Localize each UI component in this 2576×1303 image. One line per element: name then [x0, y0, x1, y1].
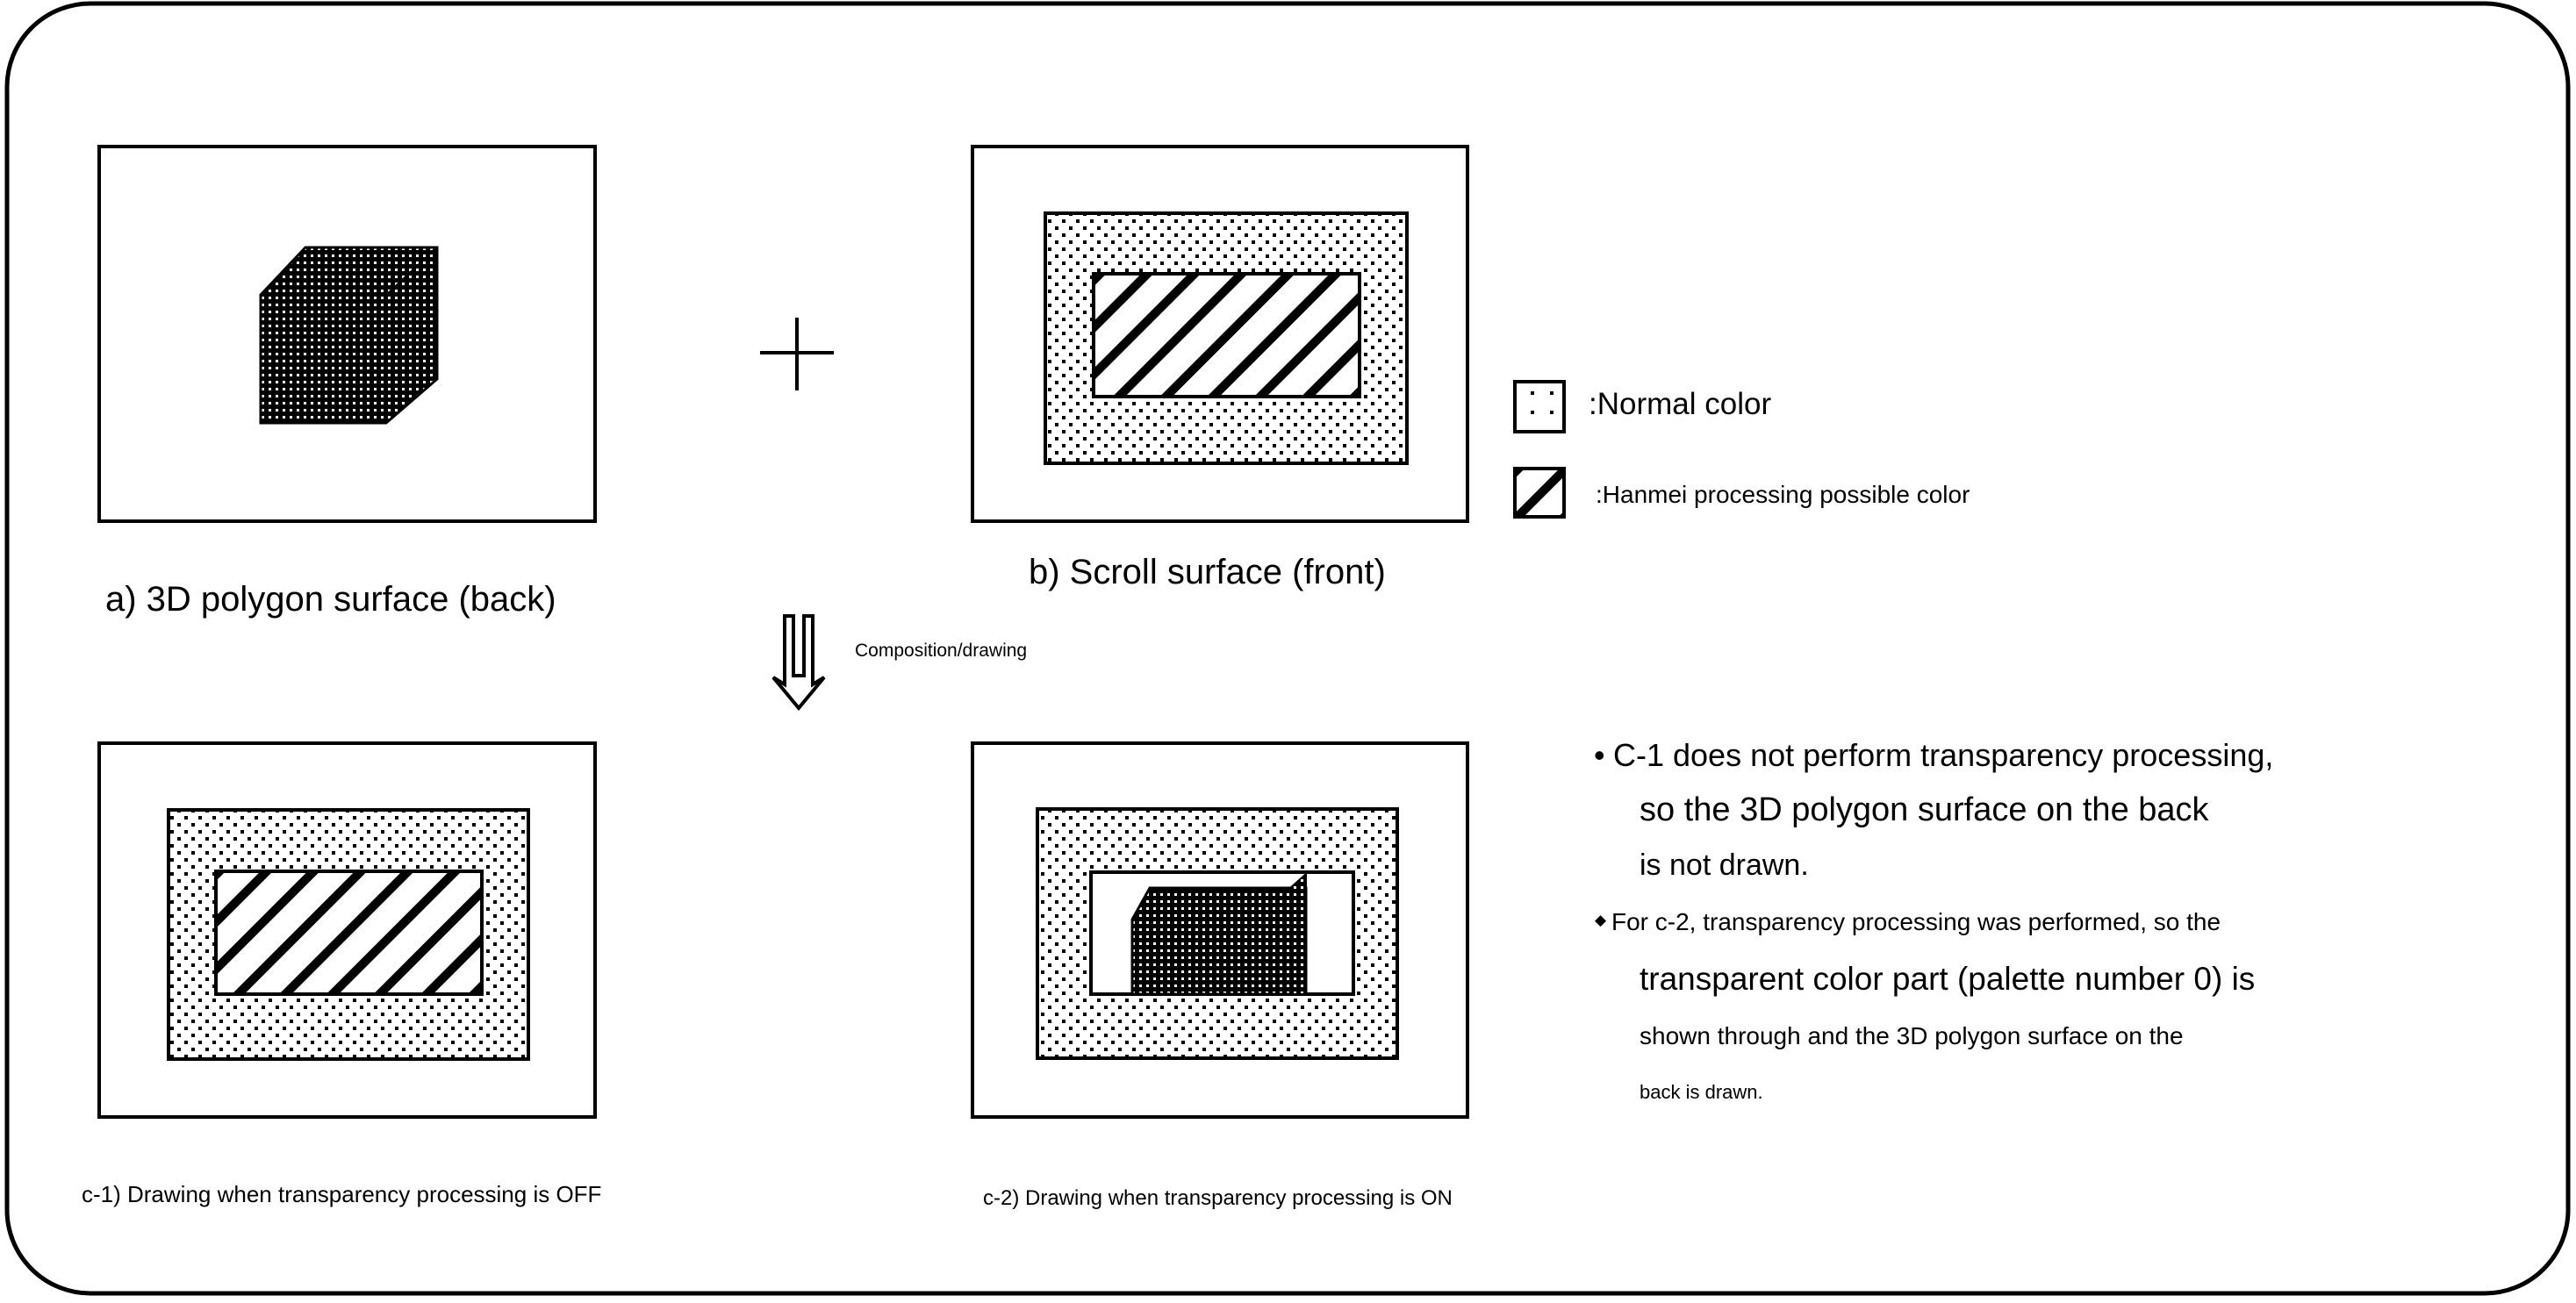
- legend-normal-swatch: [1513, 380, 1566, 433]
- note2-line2: transparent color part (palette number 0…: [1640, 961, 2256, 997]
- panel-c1: [97, 741, 597, 1119]
- note2-bullet: ◆: [1595, 912, 1607, 928]
- panel-c1-caption: c-1) Drawing when transparency processin…: [82, 1181, 602, 1207]
- note1-line3: is not drawn.: [1640, 848, 1809, 882]
- note2-line4: back is drawn.: [1640, 1081, 1763, 1103]
- panel-b: [971, 145, 1469, 523]
- legend-hanmei-swatch: [1513, 467, 1566, 519]
- note1-line1: C-1 does not perform transparency proces…: [1613, 737, 2274, 773]
- note1-bullet: •: [1594, 737, 1605, 773]
- note2-line1: For c-2, transparency processing was per…: [1611, 908, 2221, 935]
- panel-a-caption: a) 3D polygon surface (back): [105, 580, 556, 619]
- note1-line2: so the 3D polygon surface on the back: [1640, 791, 2209, 828]
- panel-c2: [971, 741, 1469, 1119]
- composition-arrow-icon: [771, 614, 826, 712]
- outer-frame: [4, 1, 2571, 1296]
- panel-a-frame: [97, 145, 597, 523]
- c1-hanmei-color-region: [214, 870, 484, 996]
- legend-normal-label: :Normal color: [1589, 387, 1772, 421]
- c2-cube-shape: [1130, 871, 1308, 996]
- hanmei-color-region: [1092, 272, 1361, 398]
- panel-b-caption: b) Scroll surface (front): [1029, 553, 1386, 591]
- legend: [1513, 380, 1566, 519]
- plus-icon: [760, 318, 834, 390]
- panel-c2-caption: c-2) Drawing when transparency processin…: [983, 1186, 1453, 1210]
- composition-label: Composition/drawing: [855, 641, 1028, 661]
- cube-shape: [259, 246, 439, 425]
- legend-hanmei-label: :Hanmei processing possible color: [1596, 481, 1970, 508]
- panel-a: [97, 145, 597, 523]
- note2-line3: shown through and the 3D polygon surface…: [1640, 1022, 2184, 1049]
